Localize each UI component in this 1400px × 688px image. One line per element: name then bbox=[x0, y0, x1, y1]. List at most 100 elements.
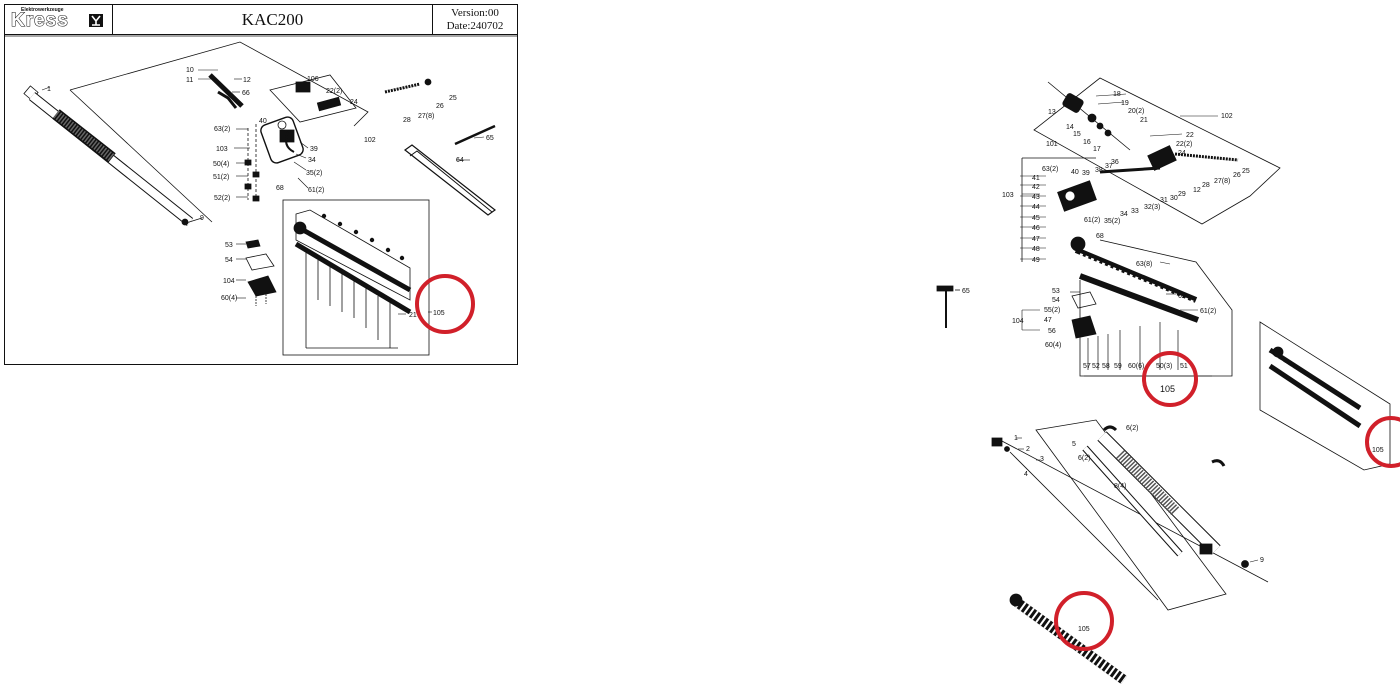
version-label: Version:00 bbox=[451, 7, 499, 19]
part-label: 53 bbox=[1052, 288, 1060, 295]
part-label: 25 bbox=[1242, 168, 1250, 175]
blade-assembly-box bbox=[282, 199, 430, 356]
part-label: 68 bbox=[276, 185, 284, 192]
logo-mark-icon bbox=[89, 14, 103, 27]
part-label: 26 bbox=[436, 103, 444, 110]
part-label: 6(2) bbox=[1126, 425, 1138, 432]
left-leader-lines bbox=[41, 69, 485, 315]
part-label: 14 bbox=[1066, 124, 1074, 131]
highlight-circle-blade-box bbox=[1142, 351, 1198, 407]
part-label: 16 bbox=[1083, 139, 1091, 146]
lower-shaft bbox=[991, 419, 1269, 611]
gearbox-exploded-view bbox=[1021, 77, 1281, 262]
part-label: 102 bbox=[1221, 113, 1233, 120]
part-label: 61(2) bbox=[308, 187, 324, 194]
shaft-assembly bbox=[23, 41, 369, 226]
part-label: 40 bbox=[259, 118, 267, 125]
part-label: 53 bbox=[225, 242, 233, 249]
part-label: 22 bbox=[1186, 132, 1194, 139]
part-label: 104 bbox=[223, 278, 235, 285]
part-label: 10 bbox=[186, 67, 194, 74]
part-label: 22(2) bbox=[1176, 141, 1192, 148]
part-label: 25 bbox=[449, 95, 457, 102]
part-label: 65 bbox=[486, 135, 494, 142]
part-label: 26 bbox=[1233, 172, 1241, 179]
part-label: 47 bbox=[1044, 317, 1052, 324]
part-label: 31 bbox=[1160, 197, 1168, 204]
part-label: 1 bbox=[1014, 435, 1018, 442]
part-label: 12 bbox=[243, 77, 251, 84]
part-label: 54 bbox=[1052, 297, 1060, 304]
title-block: Elektrowerkzeuge Kress KAC200 Version:00… bbox=[5, 5, 517, 35]
brand-logo: Elektrowerkzeuge Kress bbox=[5, 5, 113, 34]
hex-key-tool bbox=[936, 285, 960, 328]
right-blade-assembly bbox=[1070, 236, 1233, 377]
part-label: 44 bbox=[1032, 204, 1040, 211]
part-label: 30 bbox=[1170, 195, 1178, 202]
logo-wordmark: Kress bbox=[11, 10, 69, 32]
version-date-block: Version:00 Date:240702 bbox=[433, 5, 517, 34]
part-label: 8(4) bbox=[1114, 483, 1126, 490]
part-label: 24 bbox=[1178, 150, 1186, 157]
part-label: 66 bbox=[242, 90, 250, 97]
part-label: 24 bbox=[350, 99, 358, 106]
part-label: 29 bbox=[1178, 191, 1186, 198]
part-label: 21 bbox=[409, 312, 417, 319]
part-label: 40 bbox=[1071, 169, 1079, 176]
part-label: 105 bbox=[1160, 384, 1175, 394]
part-label: 13 bbox=[1048, 109, 1056, 116]
part-label: 55(2) bbox=[1044, 307, 1060, 314]
part-label: 52 bbox=[1092, 363, 1100, 370]
bottom-hedge-blade bbox=[1009, 593, 1127, 685]
screw-column bbox=[244, 124, 260, 202]
right-leader-lines bbox=[1016, 93, 1370, 563]
part-label: 39 bbox=[310, 146, 318, 153]
part-label: 20(2) bbox=[1128, 108, 1144, 115]
part-label: 18 bbox=[1113, 91, 1121, 98]
part-label: 59 bbox=[1114, 363, 1122, 370]
part-label: 51 bbox=[1180, 363, 1188, 370]
part-label: 63(8) bbox=[1136, 261, 1152, 268]
part-label: 64 bbox=[456, 157, 464, 164]
date-label: Date:240702 bbox=[446, 20, 504, 32]
model-name: KAC200 bbox=[113, 5, 433, 34]
part-label: 34 bbox=[1120, 211, 1128, 218]
part-label: 5 bbox=[1072, 441, 1076, 448]
part-label: 51(2) bbox=[213, 174, 229, 181]
part-label: 47 bbox=[1032, 236, 1040, 243]
part-label: 58 bbox=[1102, 363, 1110, 370]
part-label: 65 bbox=[962, 288, 970, 295]
part-label: 32(3) bbox=[1144, 204, 1160, 211]
highlight-circle-bottom bbox=[1054, 591, 1114, 651]
part-label: 60(6) bbox=[1128, 363, 1144, 370]
parts-sheet: Elektrowerkzeuge Kress KAC200 Version:00… bbox=[4, 4, 518, 365]
part-label: 9 bbox=[200, 215, 204, 222]
part-label: 27(8) bbox=[418, 113, 434, 120]
part-label: 21 bbox=[1140, 117, 1148, 124]
part-label: 52(2) bbox=[214, 195, 230, 202]
part-label: 49 bbox=[1032, 257, 1040, 264]
part-label: 105 bbox=[1372, 447, 1384, 454]
part-label: 68 bbox=[1096, 233, 1104, 240]
part-label: 60(4) bbox=[1045, 342, 1061, 349]
part-label: 45 bbox=[1032, 215, 1040, 222]
part-label: 60(4) bbox=[221, 295, 237, 302]
part-label: 103 bbox=[1002, 192, 1014, 199]
part-label: 28 bbox=[403, 117, 411, 124]
logo-tagline: Elektrowerkzeuge bbox=[21, 7, 64, 13]
part-label: 62 bbox=[1178, 293, 1186, 300]
part-label: 105 bbox=[433, 310, 445, 317]
part-label: 9 bbox=[1260, 557, 1264, 564]
part-label: 57 bbox=[1083, 363, 1091, 370]
part-label: 63(2) bbox=[1042, 166, 1058, 173]
part-label: 41 bbox=[1032, 175, 1040, 182]
gear-housing-left bbox=[208, 73, 432, 164]
part-label: 63(2) bbox=[214, 126, 230, 133]
part-label: 33 bbox=[1131, 208, 1139, 215]
part-label: 35(2) bbox=[1104, 218, 1120, 225]
part-label: 43 bbox=[1032, 194, 1040, 201]
part-label: 11 bbox=[186, 77, 193, 84]
part-label: 102 bbox=[364, 137, 376, 144]
part-label: 50(4) bbox=[213, 161, 229, 168]
